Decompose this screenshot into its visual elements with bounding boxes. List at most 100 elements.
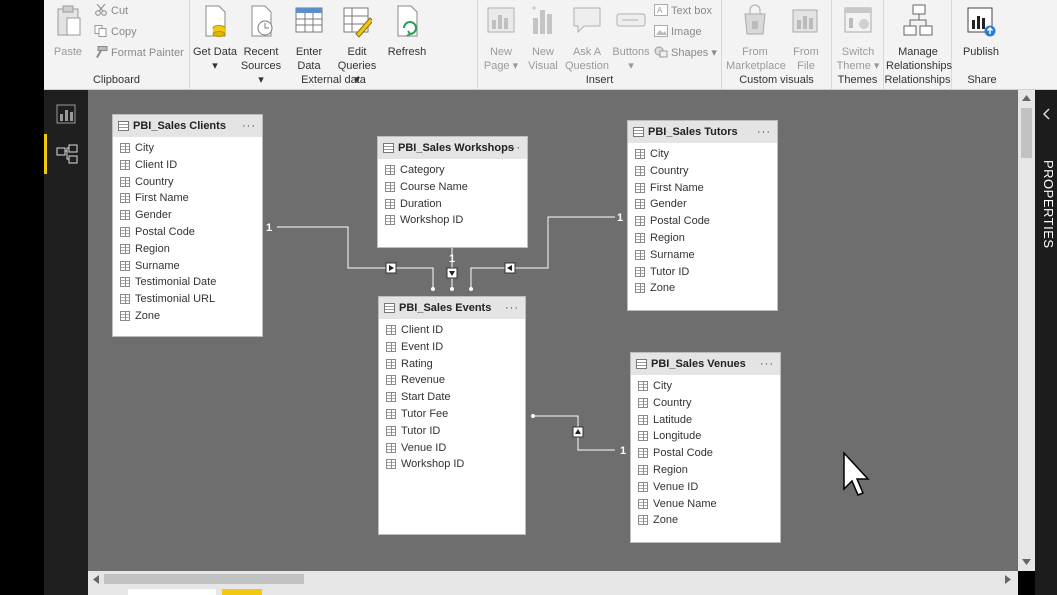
field-item[interactable]: Longitude xyxy=(631,428,780,445)
field-item[interactable]: Country xyxy=(631,395,780,412)
field-item[interactable]: Region xyxy=(113,241,262,258)
field-item[interactable]: Duration xyxy=(378,196,527,213)
format-painter-button[interactable]: Format Painter xyxy=(94,44,184,62)
field-item[interactable]: Course Name xyxy=(378,179,527,196)
page-tab-active[interactable] xyxy=(222,589,262,595)
scroll-left-arrow-icon[interactable] xyxy=(93,575,99,584)
edit-queries-button[interactable]: Edit Queries ▾ xyxy=(334,4,380,87)
field-item[interactable]: Surname xyxy=(113,258,262,275)
field-item[interactable]: Testimonial Date xyxy=(113,274,262,291)
field-item[interactable]: Tutor ID xyxy=(628,264,777,281)
field-item[interactable]: Region xyxy=(631,462,780,479)
switch-theme-button[interactable]: Switch Theme ▾ xyxy=(835,4,881,73)
relationships-view-button[interactable] xyxy=(44,134,88,174)
from-marketplace-button[interactable]: From Marketplace xyxy=(726,4,786,73)
relationship-tutors-events[interactable] xyxy=(469,216,615,291)
field-item[interactable]: First Name xyxy=(628,180,777,197)
more-options-icon[interactable]: ··· xyxy=(242,120,256,132)
manage-relationships-button[interactable]: Manage Relationships xyxy=(886,4,952,73)
image-button[interactable]: Image xyxy=(654,23,702,41)
field-item[interactable]: Start Date xyxy=(379,389,525,406)
field-name: Client ID xyxy=(401,324,444,336)
field-item[interactable]: First Name xyxy=(113,190,262,207)
paste-button[interactable]: Paste xyxy=(46,4,90,59)
copy-button[interactable]: Copy xyxy=(94,23,137,41)
recent-sources-button[interactable]: Recent Sources ▾ xyxy=(238,4,284,87)
field-item[interactable]: Category xyxy=(378,162,527,179)
table-header[interactable]: PBI_Sales Events ··· xyxy=(379,297,525,319)
field-item[interactable]: Country xyxy=(628,163,777,180)
more-options-icon[interactable]: ··· xyxy=(757,126,771,138)
more-options-icon[interactable]: ··· xyxy=(507,142,521,154)
more-options-icon[interactable]: ··· xyxy=(760,358,774,370)
relationship-venues-events[interactable] xyxy=(531,414,615,451)
buttons-button[interactable]: Buttons▾ xyxy=(608,4,654,73)
scroll-up-arrow-icon[interactable] xyxy=(1022,95,1031,101)
field-item[interactable]: Venue Name xyxy=(631,496,780,513)
new-visual-button[interactable]: New Visual xyxy=(520,4,566,73)
vertical-scroll-thumb[interactable] xyxy=(1021,108,1032,158)
chevron-left-icon[interactable] xyxy=(1043,108,1050,120)
field-item[interactable]: Venue ID xyxy=(379,440,525,457)
properties-pane[interactable] xyxy=(1035,90,1057,595)
field-item[interactable]: Tutor Fee xyxy=(379,406,525,423)
field-item[interactable]: Postal Code xyxy=(113,224,262,241)
field-item[interactable]: Zone xyxy=(628,280,777,297)
page-tab[interactable] xyxy=(128,589,216,595)
field-item[interactable]: Workshop ID xyxy=(378,212,527,229)
field-item[interactable]: Postal Code xyxy=(628,213,777,230)
insert-group-label: Insert xyxy=(585,74,614,86)
scroll-right-arrow-icon[interactable] xyxy=(1005,575,1011,584)
field-item[interactable]: Gender xyxy=(113,207,262,224)
field-item[interactable]: Country xyxy=(113,174,262,191)
field-item[interactable]: Gender xyxy=(628,196,777,213)
field-item[interactable]: City xyxy=(113,140,262,157)
refresh-button[interactable]: Refresh xyxy=(384,4,430,59)
field-item[interactable]: City xyxy=(628,146,777,163)
field-item[interactable]: Zone xyxy=(113,308,262,325)
publish-button[interactable]: Publish xyxy=(958,4,1004,59)
field-item[interactable]: Event ID xyxy=(379,339,525,356)
field-item[interactable]: Region xyxy=(628,230,777,247)
table-card-tutors[interactable]: PBI_Sales Tutors ··· City Country First … xyxy=(628,121,777,310)
table-header[interactable]: PBI_Sales Venues ··· xyxy=(631,353,780,375)
field-item[interactable]: Revenue xyxy=(379,372,525,389)
field-item[interactable]: Postal Code xyxy=(631,445,780,462)
field-item[interactable]: Workshop ID xyxy=(379,456,525,473)
relationship-clients-events[interactable] xyxy=(277,226,435,291)
table-header[interactable]: PBI_Sales Clients ··· xyxy=(113,115,262,137)
field-item[interactable]: City xyxy=(631,378,780,395)
new-page-button[interactable]: New Page ▾ xyxy=(478,4,524,73)
cut-button[interactable]: Cut xyxy=(94,2,128,20)
table-card-venues[interactable]: PBI_Sales Venues ··· City Country Latitu… xyxy=(631,353,780,542)
table-card-clients[interactable]: PBI_Sales Clients ··· City Client ID Cou… xyxy=(113,115,262,336)
field-item[interactable]: Surname xyxy=(628,247,777,264)
table-header[interactable]: PBI_Sales Workshops ··· xyxy=(378,137,527,159)
field-item[interactable]: Client ID xyxy=(379,322,525,339)
report-view-button[interactable] xyxy=(44,94,88,134)
ask-question-button[interactable]: Ask A Question xyxy=(564,4,610,73)
field-item[interactable]: Latitude xyxy=(631,412,780,429)
from-file-button[interactable]: From File xyxy=(784,4,828,73)
horizontal-scroll-thumb[interactable] xyxy=(104,574,304,584)
field-item[interactable]: Tutor ID xyxy=(379,423,525,440)
more-options-icon[interactable]: ··· xyxy=(505,302,519,314)
table-card-events[interactable]: PBI_Sales Events ··· Client ID Event ID … xyxy=(379,297,525,534)
table-name: PBI_Sales Clients xyxy=(133,120,226,132)
field-item[interactable]: Zone xyxy=(631,512,780,529)
enter-data-button[interactable]: Enter Data xyxy=(286,4,332,73)
field-item[interactable]: Testimonial URL xyxy=(113,291,262,308)
field-item[interactable]: Rating xyxy=(379,356,525,373)
field-item[interactable]: Client ID xyxy=(113,157,262,174)
shapes-button[interactable]: Shapes ▾ xyxy=(654,44,717,62)
scroll-down-arrow-icon[interactable] xyxy=(1022,559,1031,565)
table-icon xyxy=(383,143,394,153)
table-header[interactable]: PBI_Sales Tutors ··· xyxy=(628,121,777,143)
vertical-scrollbar[interactable] xyxy=(1018,90,1035,571)
field-item[interactable]: Venue ID xyxy=(631,479,780,496)
get-data-button[interactable]: Get Data ▾ xyxy=(192,4,238,73)
table-card-workshops[interactable]: PBI_Sales Workshops ··· Category Course … xyxy=(378,137,527,247)
horizontal-scrollbar[interactable] xyxy=(88,571,1018,587)
relationship-workshops-events[interactable] xyxy=(446,248,458,291)
